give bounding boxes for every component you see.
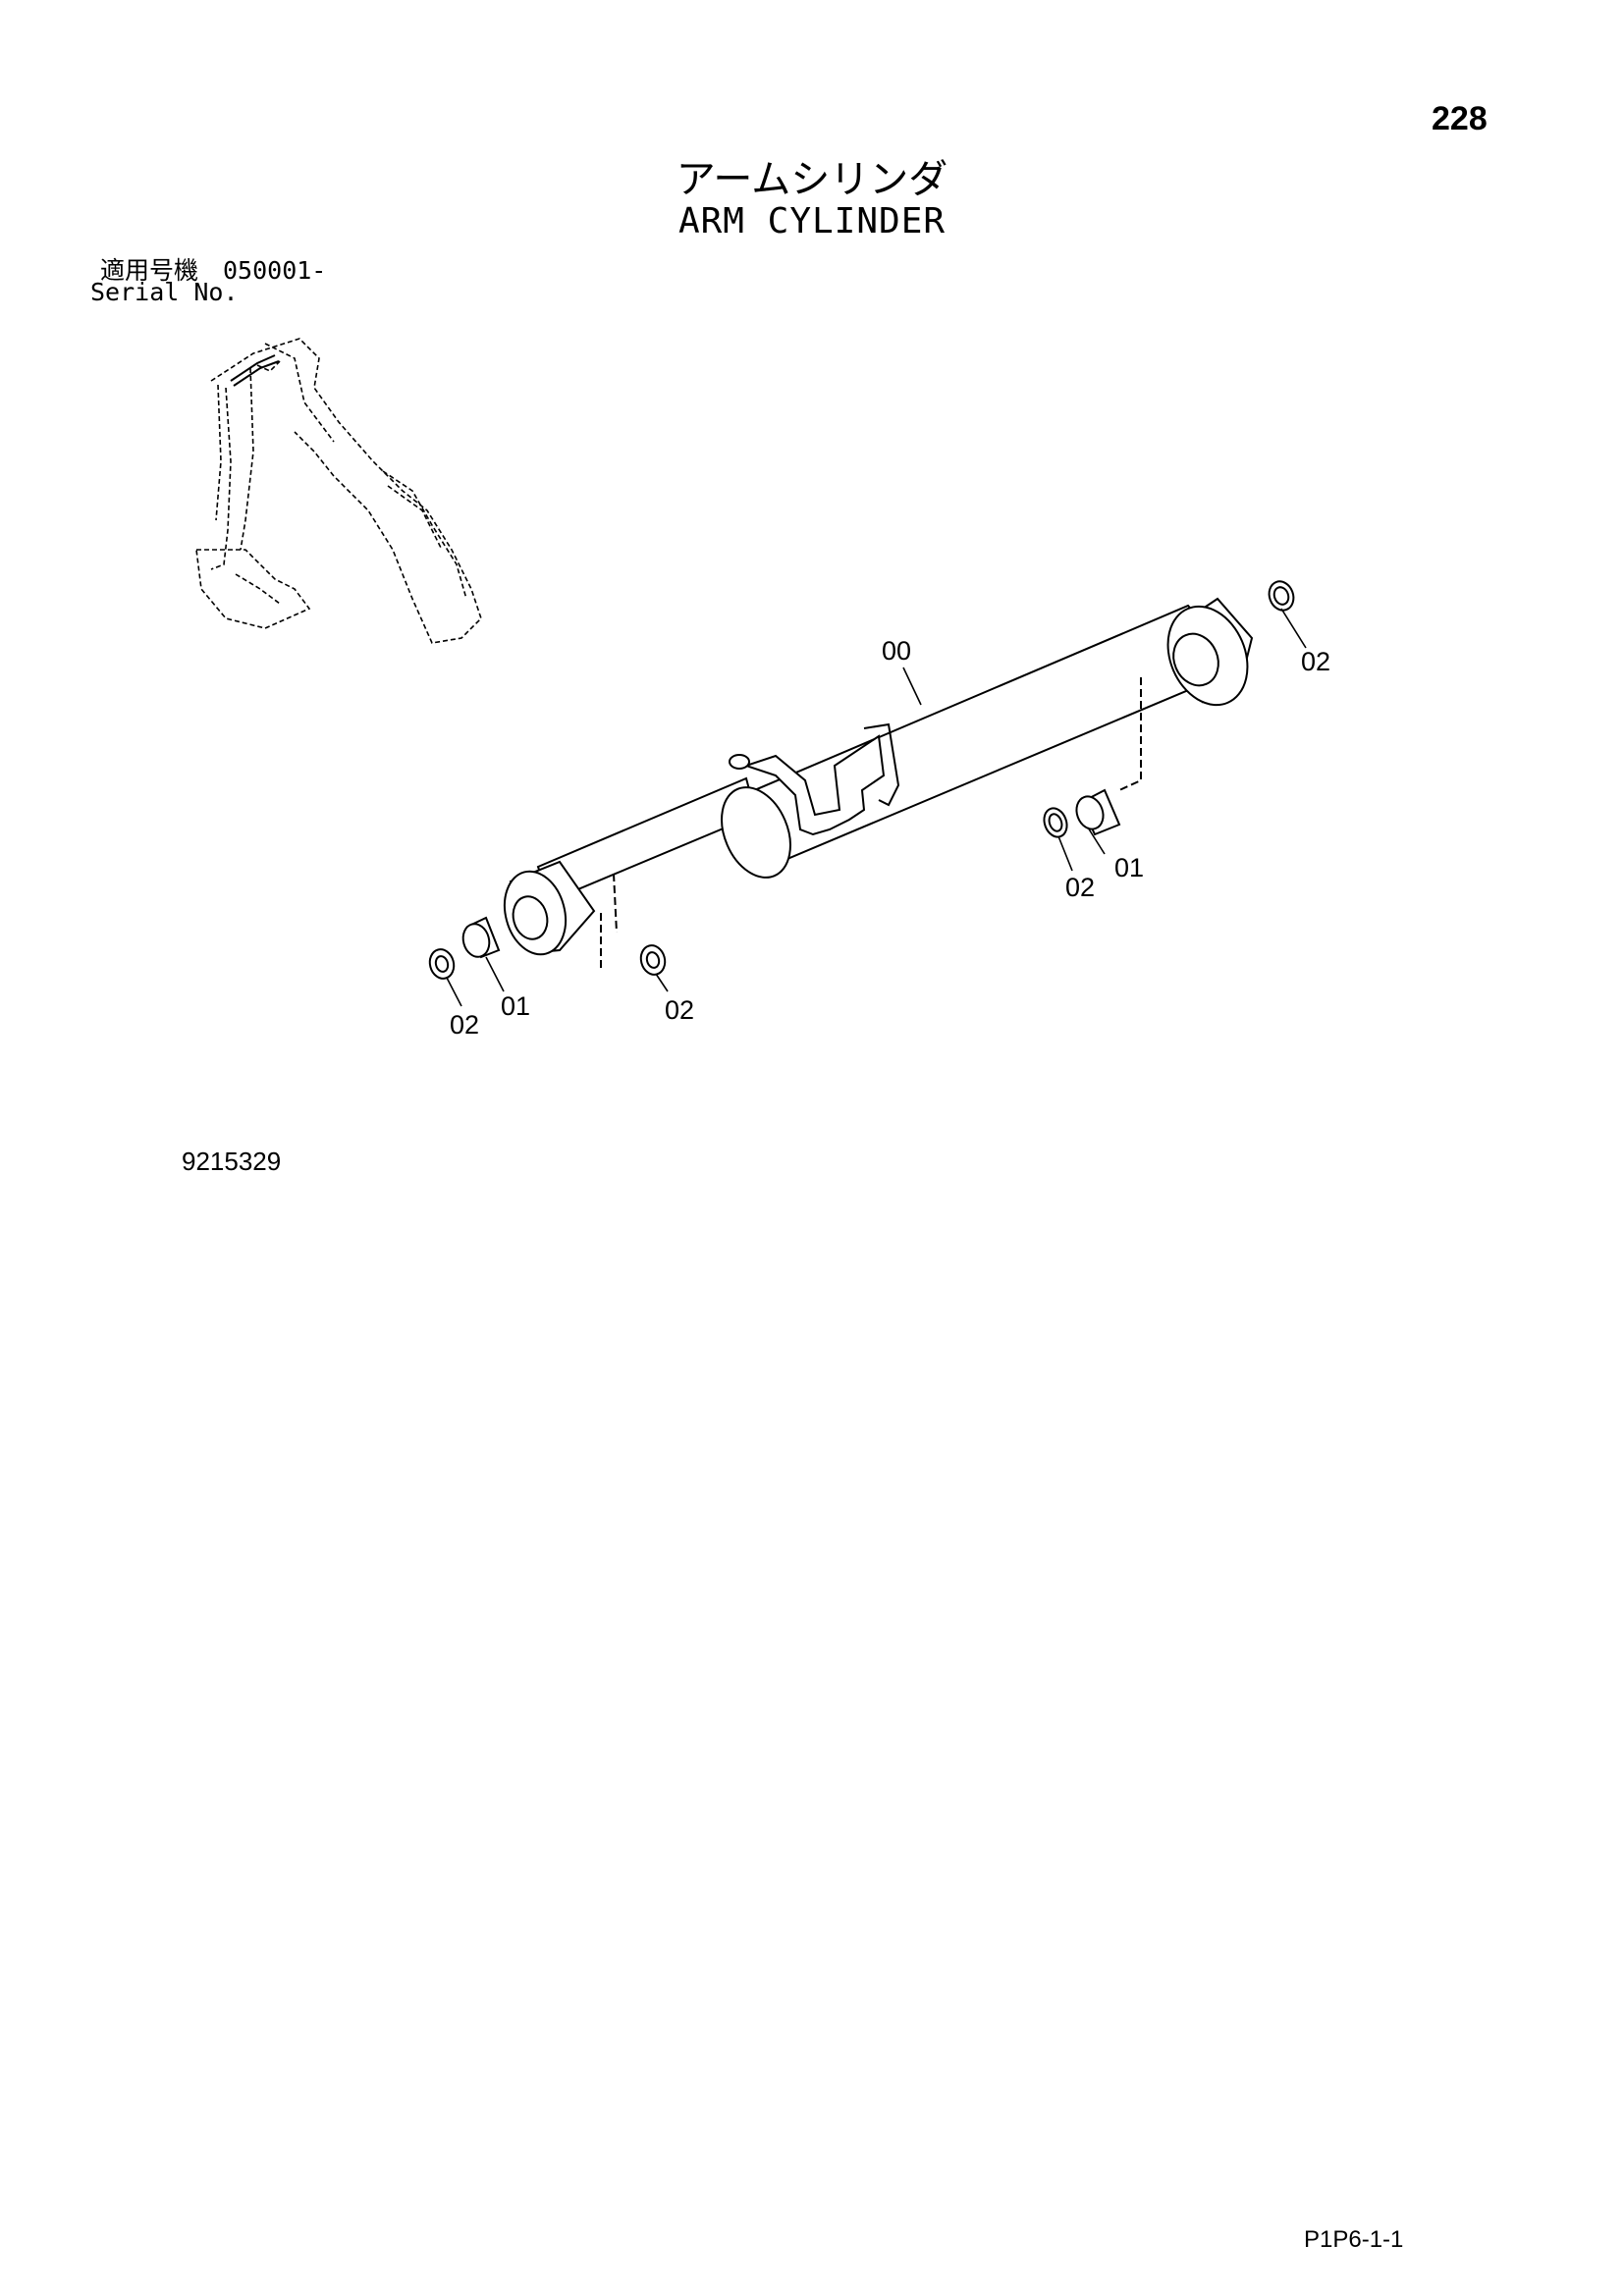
drawing-number: 9215329 <box>182 1147 282 1176</box>
serial-label-english: Serial No. <box>90 278 239 306</box>
locator-cylinder-highlight <box>230 354 280 387</box>
serial-label-japanese: 適用号機 050001- <box>100 256 327 285</box>
callout-00: 00 <box>882 636 911 666</box>
arm-cylinder-assembly <box>503 597 1254 972</box>
callout-01-right: 01 <box>1114 853 1144 882</box>
excavator-locator-icon <box>195 338 482 644</box>
loose-parts <box>428 580 1295 980</box>
callout-02-left: 02 <box>450 1010 479 1040</box>
callout-01-left: 01 <box>501 991 530 1021</box>
leader-lines <box>446 608 1307 1007</box>
page-title-japanese: アームシリンダ <box>676 157 948 202</box>
callout-02-right: 02 <box>1065 873 1095 902</box>
callout-02-mid: 02 <box>665 995 694 1025</box>
page-number: 228 <box>1432 100 1488 137</box>
page-code: P1P6-1-1 <box>1304 2226 1404 2253</box>
page-title-english: ARM CYLINDER <box>677 201 947 241</box>
callout-02-top-right: 02 <box>1301 647 1330 676</box>
